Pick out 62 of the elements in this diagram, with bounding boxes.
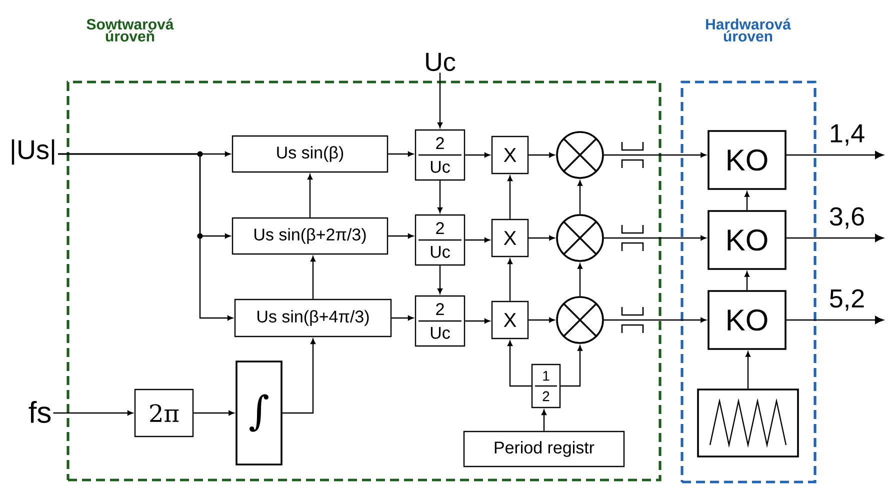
- arrow: [438, 266, 442, 294]
- arrow: [194, 410, 234, 416]
- arrow: [542, 410, 546, 431]
- arrow: [528, 236, 555, 240]
- arrow: [438, 72, 442, 128]
- arrow: [560, 345, 582, 387]
- comparator-box: KO: [708, 290, 786, 350]
- arrow: [604, 318, 706, 322]
- edge-label: 5,2: [830, 289, 864, 311]
- arrow: [508, 340, 532, 387]
- input-label: fs: [28, 401, 51, 423]
- edge-label: 1,4: [830, 124, 864, 146]
- divider-box: 2 Uc: [414, 295, 466, 347]
- arrow: [465, 318, 490, 324]
- carrier-generator-box: [697, 388, 799, 458]
- input-label: Uc: [426, 52, 456, 72]
- arrow: [528, 152, 555, 158]
- comparator-box: KO: [708, 210, 786, 270]
- arrow: [604, 152, 706, 158]
- arrow: [578, 263, 582, 296]
- arrow: [746, 351, 750, 389]
- arrow: [282, 338, 316, 414]
- mixer-circle: [556, 214, 604, 262]
- multiplier-box: X: [491, 218, 529, 258]
- arrow: [388, 152, 414, 156]
- input-label: |Us|: [12, 139, 54, 165]
- arrow: [465, 238, 490, 242]
- arrow: [786, 151, 884, 159]
- arrow: [604, 236, 706, 240]
- arrow: [744, 271, 750, 290]
- arrow: [528, 318, 555, 322]
- divider-box: 2 Uc: [414, 214, 466, 266]
- function-box: Us sin(β): [232, 135, 388, 173]
- arrow: [508, 176, 512, 219]
- arrow: [308, 174, 312, 218]
- arrow: [388, 234, 414, 238]
- function-box: Us sin(β+4π/3): [234, 298, 392, 338]
- arrow: [392, 316, 414, 320]
- divider-box: 2 Uc: [414, 129, 466, 181]
- node-label: Sowtwarová úroveň: [86, 18, 174, 42]
- gain-box: 2π: [134, 388, 194, 438]
- arrow: [310, 256, 316, 299]
- gain-box: 1 2: [531, 364, 561, 408]
- integrator-box: ∫: [236, 360, 282, 466]
- edge-label: 3,6: [830, 207, 864, 229]
- mixer-circle: [556, 131, 604, 179]
- arrow: [465, 152, 490, 158]
- comparator-box: KO: [708, 130, 786, 190]
- arrow: [508, 258, 512, 301]
- arrow: [578, 180, 582, 214]
- arrow: [438, 180, 442, 213]
- node-label: Hardwarová úroven: [706, 18, 791, 42]
- arrow: [53, 410, 133, 416]
- function-box: Us sin(β+2π/3): [232, 217, 388, 255]
- multiplier-box: X: [491, 300, 529, 340]
- arrow: [786, 316, 884, 324]
- arrow: [58, 153, 233, 320]
- register-box: Period registr: [463, 430, 625, 468]
- arrow: [786, 234, 884, 242]
- arrow: [744, 192, 750, 210]
- mixer-circle: [556, 296, 604, 344]
- multiplier-box: X: [491, 136, 529, 174]
